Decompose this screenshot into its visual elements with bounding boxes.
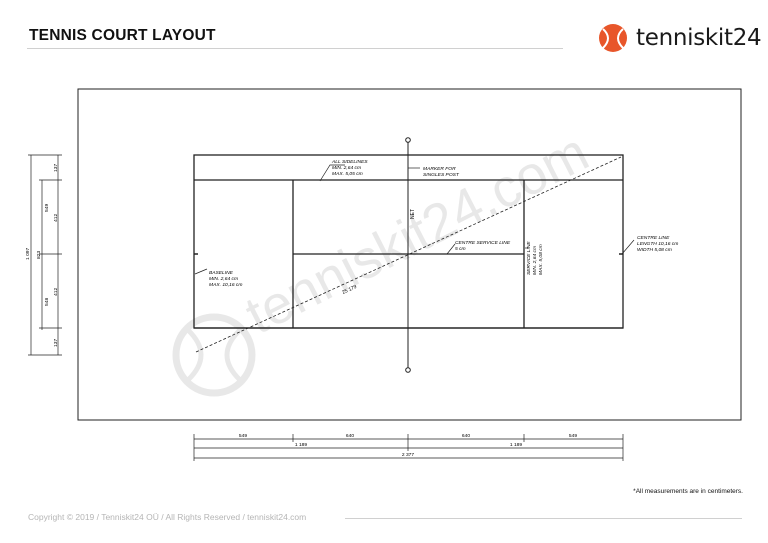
dim-bottom-half-left: 1 189 [295, 442, 308, 448]
footer-divider [345, 518, 742, 519]
service-line-label-2: MIN. 2,64 cm [532, 246, 538, 275]
net-label: NET [410, 209, 416, 219]
centre-line-label-1: CENTRE LINE [637, 235, 670, 241]
dim-bottom-3: 640 [462, 433, 470, 439]
annotations: ALL SIDELINES MIN. 2,64 cm MAX. 5,05 cm … [209, 159, 678, 288]
dim-bottom-half-right: 1 189 [510, 442, 523, 448]
left-dimensions [28, 154, 62, 356]
sidelines-label-3: MAX. 5,05 cm [332, 171, 363, 177]
sidelines-label-2: MIN. 2,64 cm [332, 165, 361, 171]
dim-alley-bottom: 137 [53, 339, 59, 347]
dim-service-lower: 412 [53, 288, 59, 296]
service-line-label-1: SERVICE LINE [526, 241, 532, 275]
baseline-label-1: BASELINE [209, 270, 234, 276]
centre-service-label-1: CENTRE SERVICE LINE [455, 240, 511, 246]
dim-bottom-2: 640 [346, 433, 354, 439]
logo-text: tenniskit24 [636, 25, 762, 51]
sidelines-label-1: ALL SIDELINES [331, 159, 368, 165]
dim-service-upper: 412 [53, 214, 59, 222]
copyright-text: Copyright © 2019 / Tenniskit24 OÜ / All … [28, 512, 307, 522]
marker-label-1: MARKER FOR [423, 166, 456, 172]
centre-line-label-3: WIDTH 5,08 cm [637, 247, 672, 253]
centre-line-label-2: LENGTH 10,16 cm [637, 241, 678, 247]
centre-service-label-2: 5 cm [455, 246, 466, 252]
service-line-label-3: MAX. 5,08 cm [538, 244, 544, 275]
baseline-label-3: MAX. 10,16 cm [209, 282, 242, 288]
dim-singles: 823 [36, 251, 42, 259]
marker-label-2: SINGLES POST [423, 172, 460, 178]
title-divider [27, 48, 563, 49]
dim-half-upper: 549 [44, 204, 50, 212]
diagonal-line [195, 156, 622, 353]
brand-logo[interactable]: tenniskit24 [598, 21, 762, 55]
net-post-bottom [405, 367, 411, 373]
tennis-ball-icon [599, 24, 627, 52]
measurement-note: *All measurements are in centimeters. [633, 488, 743, 495]
dim-half-lower: 548 [44, 298, 50, 306]
diagonal-label: 25 179 [341, 284, 358, 296]
court-surround [77, 88, 742, 421]
dim-bottom-total: 2 377 [402, 452, 415, 458]
left-dimension-labels: 1 097 823 549 548 137 412 412 137 [25, 164, 59, 347]
net-post-top [405, 137, 411, 143]
bottom-dimensions [193, 434, 624, 461]
dim-bottom-1: 549 [239, 433, 247, 439]
dim-total: 1 097 [25, 247, 31, 260]
baseline-label-2: MIN. 2,64 cm [209, 276, 238, 282]
bottom-dimension-labels: 549 640 640 549 1 189 1 189 2 377 [239, 433, 577, 458]
dim-bottom-4: 549 [569, 433, 577, 439]
dim-alley-top: 137 [53, 164, 59, 172]
watermark-ball-icon [172, 313, 256, 397]
page-title: TENNIS COURT LAYOUT [29, 27, 216, 44]
